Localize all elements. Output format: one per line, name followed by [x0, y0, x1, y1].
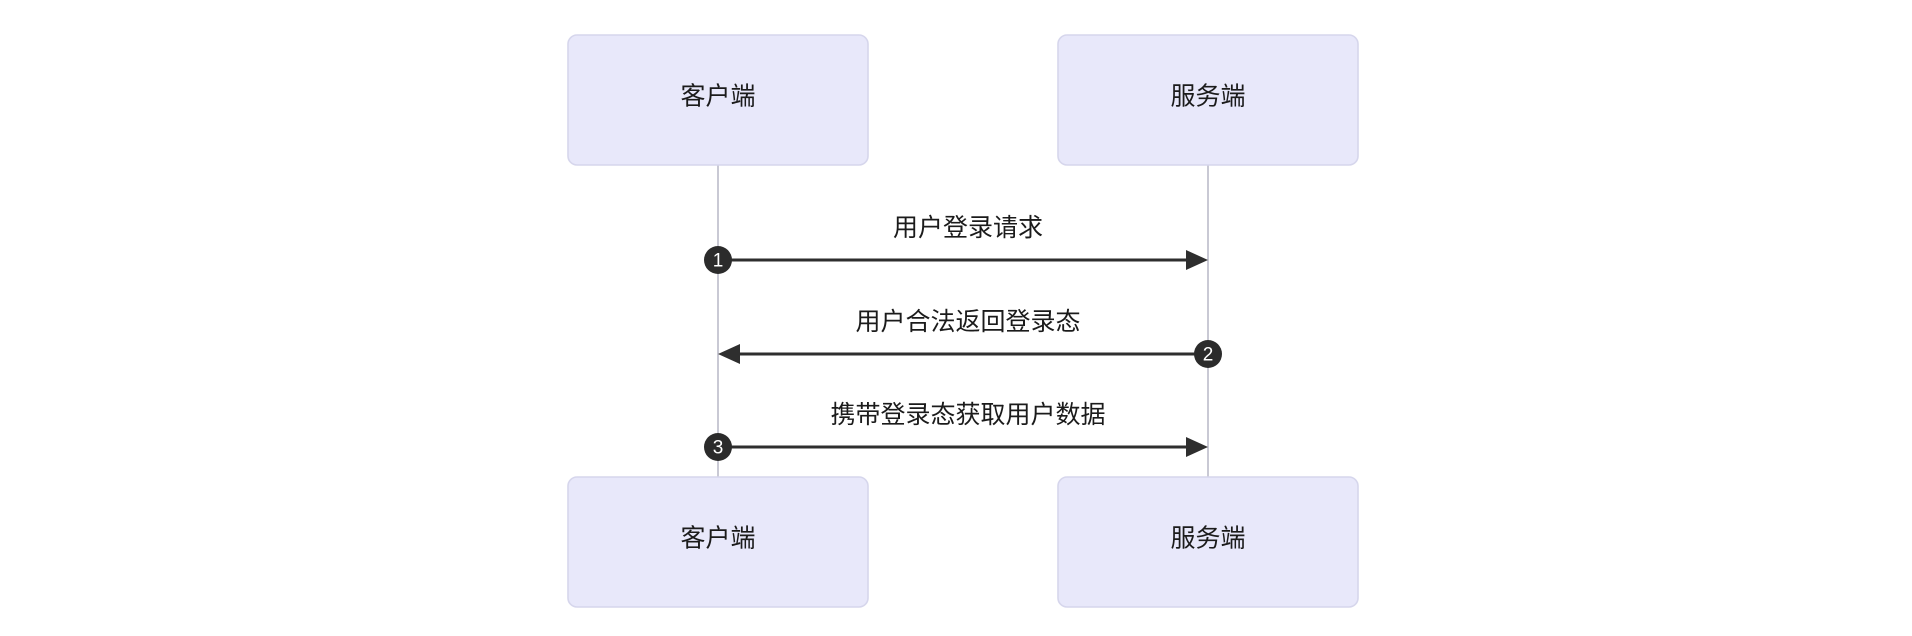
- sequence-badge-number-1: 1: [713, 251, 724, 272]
- participant-label-client-bottom: 客户端: [680, 525, 755, 553]
- message-label-2: 用户合法返回登录态: [855, 308, 1080, 336]
- participant-box[interactable]: [567, 34, 869, 166]
- message-3[interactable]: 携带登录态获取用户数据 3: [704, 401, 1208, 461]
- message-2[interactable]: 用户合法返回登录态 2: [718, 308, 1222, 368]
- participant-server-bottom[interactable]: 服务端: [1057, 476, 1359, 608]
- participant-client-top[interactable]: 客户端: [567, 34, 869, 166]
- participant-box[interactable]: [567, 476, 869, 608]
- arrow-head-right-icon: [1186, 437, 1208, 457]
- arrow-head-right-icon: [1186, 250, 1208, 270]
- sequence-badge-number-2: 2: [1203, 345, 1214, 366]
- message-1[interactable]: 用户登录请求 1: [704, 214, 1208, 274]
- sequence-badge-3: [704, 433, 732, 461]
- participant-label-server-top: 服务端: [1170, 83, 1245, 111]
- arrow-head-left-icon: [718, 344, 740, 364]
- participant-label-server-bottom: 服务端: [1170, 525, 1245, 553]
- sequence-badge-2: [1194, 340, 1222, 368]
- participant-box[interactable]: [1057, 34, 1359, 166]
- participant-box[interactable]: [1057, 476, 1359, 608]
- sequence-badge-number-3: 3: [713, 438, 724, 459]
- participant-server-top[interactable]: 服务端: [1057, 34, 1359, 166]
- message-label-3: 携带登录态获取用户数据: [830, 401, 1105, 429]
- participant-client-bottom[interactable]: 客户端: [567, 476, 869, 608]
- sequence-badge-1: [704, 246, 732, 274]
- message-label-1: 用户登录请求: [893, 214, 1043, 242]
- participant-label-client-top: 客户端: [680, 83, 755, 111]
